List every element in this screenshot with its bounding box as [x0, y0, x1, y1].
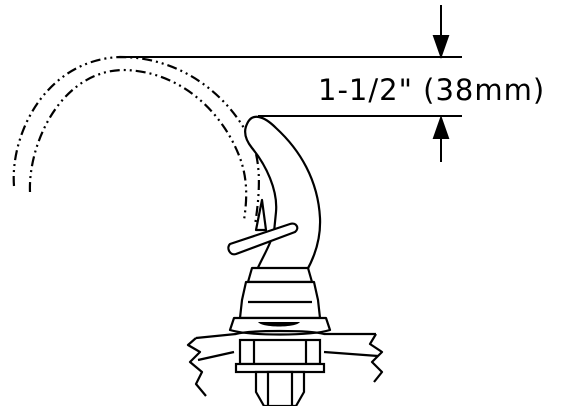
mounting-deck [186, 329, 384, 397]
deck-break-left [186, 337, 207, 397]
dimension-annotation [122, 5, 462, 162]
spout-guard [244, 115, 322, 274]
upper-arrowhead [432, 35, 450, 60]
washer [234, 362, 326, 374]
dimension-label: 1-1/2" (38mm) [318, 73, 545, 107]
deck-top-line [195, 329, 376, 340]
mouth-guard-bar [227, 222, 299, 256]
hex-nut [238, 338, 322, 366]
deck-break-right [368, 333, 384, 383]
deck-bottom-line-left [197, 350, 235, 362]
bubbler-head [227, 115, 332, 336]
bubbler-body [238, 280, 322, 320]
water-stream-outer-arc [12, 55, 260, 226]
flange-shading [258, 322, 300, 327]
water-stream-inner-arc [28, 68, 248, 221]
lower-arrowhead [432, 114, 450, 139]
bubbler-neck [246, 266, 314, 284]
nozzle-tip [254, 198, 268, 232]
supply-stem [266, 370, 294, 406]
mounting-hardware [234, 338, 326, 406]
water-stream [12, 55, 260, 226]
deck-bottom-line-right [323, 350, 379, 358]
